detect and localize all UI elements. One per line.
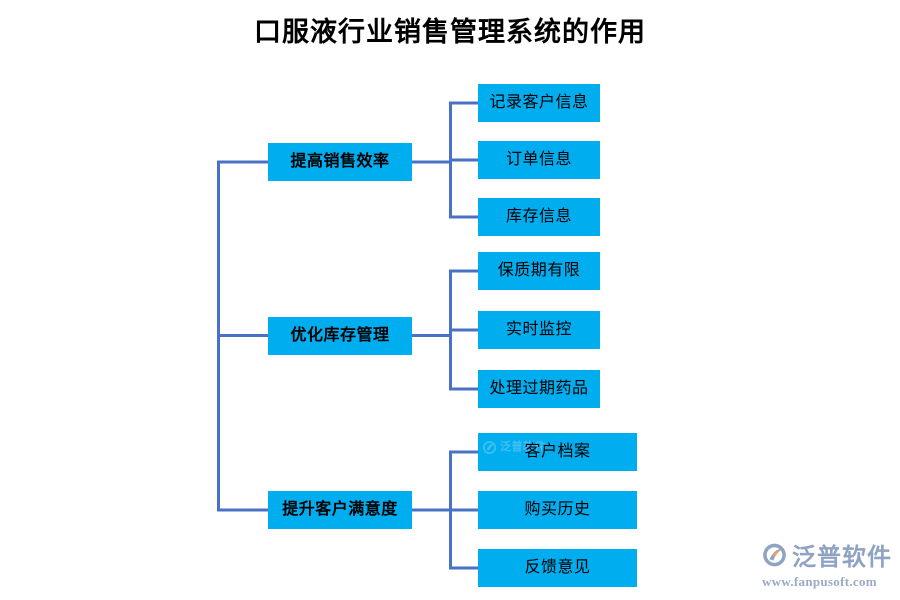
branch-node-2-label: 优化库存管理 (290, 327, 390, 344)
leaf-node-3-2-label: 购买历史 (524, 501, 591, 518)
leaf-node-3-3[interactable]: 反馈意见 (478, 549, 637, 587)
branch-node-1[interactable]: 提高销售效率 (268, 143, 412, 181)
leaf-node-2-3[interactable]: 处理过期药品 (478, 370, 600, 408)
leaf-node-2-2[interactable]: 实时监控 (478, 311, 600, 349)
fanpu-swoosh-icon (763, 543, 786, 566)
leaf-node-2-1[interactable]: 保质期有限 (478, 252, 600, 290)
leaf-node-3-3-label: 反馈意见 (524, 559, 591, 576)
leaf-node-1-2-label: 订单信息 (505, 151, 572, 168)
fanpu-swoosh-icon (482, 440, 497, 455)
branch-node-2[interactable]: 优化库存管理 (268, 317, 412, 355)
branch-node-3[interactable]: 提升客户满意度 (268, 491, 412, 529)
brand-logo-url: www.fanpusoft.com (762, 574, 877, 589)
leaf-node-1-3[interactable]: 库存信息 (478, 198, 600, 236)
leaf-node-3-1-label: 客户档案 (524, 443, 591, 460)
leaf-node-1-3-label: 库存信息 (505, 208, 572, 225)
page-title: 口服液行业销售管理系统的作用 (254, 17, 646, 47)
leaf-node-1-2[interactable]: 订单信息 (478, 141, 600, 179)
leaf-node-2-1-label: 保质期有限 (497, 262, 581, 279)
leaf-node-1-1[interactable]: 记录客户信息 (478, 84, 600, 122)
branch-node-3-label: 提升客户满意度 (282, 501, 398, 518)
leaf-node-3-2[interactable]: 购买历史 (478, 491, 637, 529)
brand-logo: 泛普软件 www.fanpusoft.com (762, 537, 892, 593)
leaf-node-1-1-label: 记录客户信息 (489, 94, 589, 111)
brand-logo-row: 泛普软件 (762, 537, 892, 572)
brand-logo-name: 泛普软件 (792, 545, 892, 571)
leaf-node-2-2-label: 实时监控 (505, 321, 572, 338)
leaf-node-2-3-label: 处理过期药品 (489, 380, 589, 397)
branch-node-1-label: 提高销售效率 (290, 153, 390, 170)
leaf-node-3-1[interactable]: 泛普软件 客户档案 (478, 433, 637, 471)
